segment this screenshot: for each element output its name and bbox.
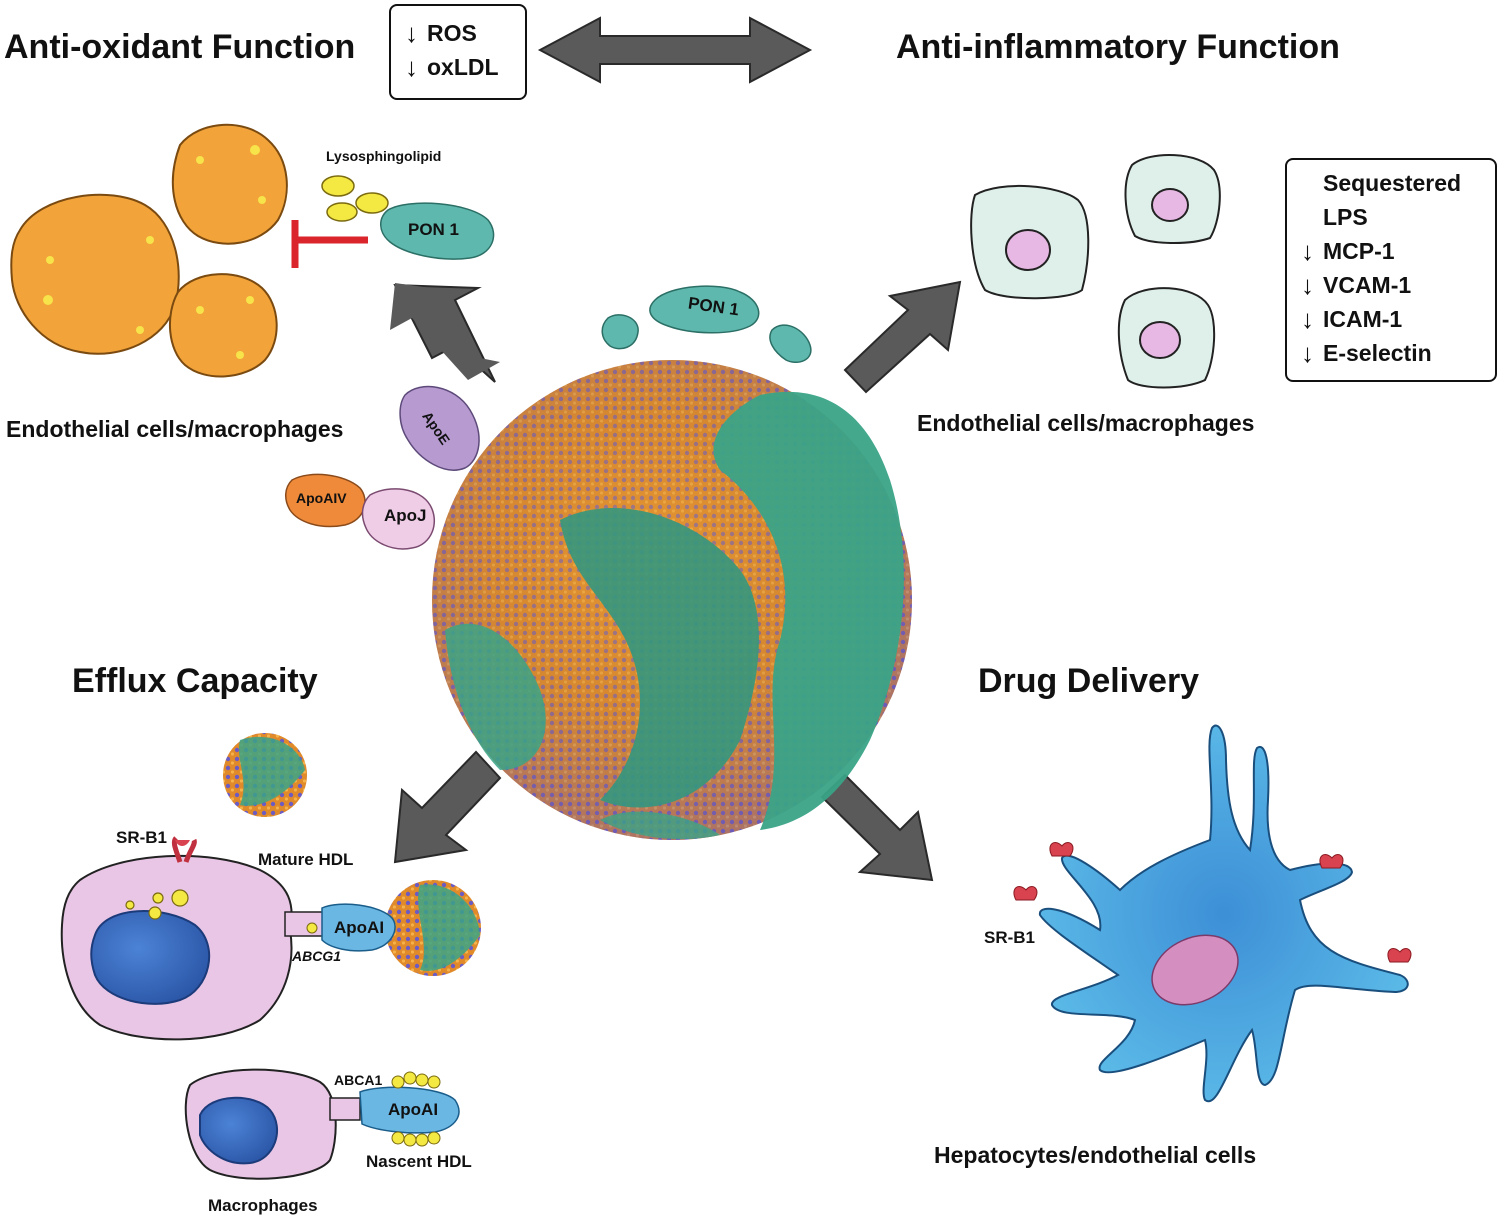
- ros-oxldl-box: ↓ ROS ↓ oxLDL: [389, 4, 527, 100]
- heading-antiinflammatory: Anti-inflammatory Function: [896, 28, 1340, 66]
- marker-label: LPS: [1323, 203, 1368, 230]
- marker-row: ↓ E-selectin: [1301, 336, 1495, 370]
- label-mature-hdl: Mature HDL: [258, 850, 354, 869]
- central-hdl-particle: [432, 360, 912, 840]
- efflux-macrophage-cell: [60, 836, 396, 1041]
- label-abca1: ABCA1: [334, 1072, 383, 1088]
- label-lysosphingolipid: Lysosphingolipid: [326, 148, 442, 164]
- marker-label: Sequestered: [1323, 169, 1462, 196]
- lysosphingolipid-ellipses: [321, 175, 389, 222]
- caption-hepatocytes: Hepatocytes/endothelial cells: [934, 1142, 1257, 1168]
- caption-right-cells: Endothelial cells/macrophages: [917, 410, 1255, 436]
- label-sr-b1-efflux: SR-B1: [116, 828, 168, 847]
- bidirectional-arrow: [537, 16, 813, 84]
- down-arrow-icon: ↓: [1301, 236, 1314, 266]
- drug-target-cell: [1013, 724, 1412, 1103]
- label-apoai-2: ApoAI: [388, 1100, 439, 1119]
- pon1-top-protein: [601, 285, 812, 364]
- down-arrow-icon: ↓: [1301, 338, 1314, 368]
- heading-drug-delivery: Drug Delivery: [978, 662, 1200, 700]
- arrow-to-antiinflammatory: [843, 280, 962, 394]
- marker-row: ↓ VCAM-1: [1301, 268, 1495, 302]
- efflux-small-macrophage-cell: [184, 1068, 460, 1180]
- marker-label: ICAM-1: [1323, 305, 1403, 332]
- arrow-to-drug-delivery: [820, 773, 934, 882]
- marker-label: VCAM-1: [1323, 271, 1412, 298]
- caption-macrophages: Macrophages: [208, 1196, 318, 1215]
- label-sr-b1-drug: SR-B1: [984, 928, 1036, 947]
- marker-row: Sequestered: [1301, 166, 1495, 200]
- orange-cells: [10, 123, 288, 378]
- marker-row: ↓ ICAM-1: [1301, 302, 1495, 336]
- label-apoj: ApoJ: [384, 506, 427, 525]
- marker-label: MCP-1: [1323, 237, 1395, 264]
- heading-efflux: Efflux Capacity: [72, 662, 318, 700]
- marker-row: ↓ MCP-1: [1301, 234, 1495, 268]
- mature-hdl-particle: [223, 733, 307, 817]
- inhibition-mark: [291, 220, 368, 268]
- apo-proteins: [285, 385, 480, 550]
- ros-row: ↓ ROS: [405, 16, 525, 50]
- down-arrow-icon: ↓: [1301, 270, 1314, 300]
- arrow-to-efflux: [393, 750, 502, 864]
- light-teal-cells: [970, 154, 1221, 389]
- label-apoaiv: ApoAIV: [296, 490, 347, 506]
- label-apoai-1: ApoAI: [334, 918, 385, 937]
- inflammation-markers-box: Sequestered LPS ↓ MCP-1 ↓ VCAM-1 ↓ ICAM-…: [1285, 158, 1497, 382]
- efflux-hdl-particle: [385, 880, 481, 976]
- pon1-left-protein: [380, 202, 495, 260]
- ros-label: ROS: [427, 19, 477, 46]
- marker-label: E-selectin: [1323, 339, 1432, 366]
- label-abcg1: ABCG1: [292, 948, 342, 964]
- label-nascent-hdl: Nascent HDL: [366, 1152, 472, 1171]
- label-pon1-left: PON 1: [408, 220, 460, 239]
- heading-antioxidant: Anti-oxidant Function: [4, 28, 356, 66]
- marker-row: LPS: [1301, 200, 1495, 234]
- arrow-to-antioxidant: [390, 283, 500, 383]
- oxldl-label: oxLDL: [427, 53, 499, 80]
- down-arrow-icon: ↓: [405, 18, 418, 48]
- oxldl-row: ↓ oxLDL: [405, 50, 525, 84]
- caption-left-cells: Endothelial cells/macrophages: [6, 416, 344, 442]
- down-arrow-icon: ↓: [1301, 304, 1314, 334]
- down-arrow-icon: ↓: [405, 52, 418, 82]
